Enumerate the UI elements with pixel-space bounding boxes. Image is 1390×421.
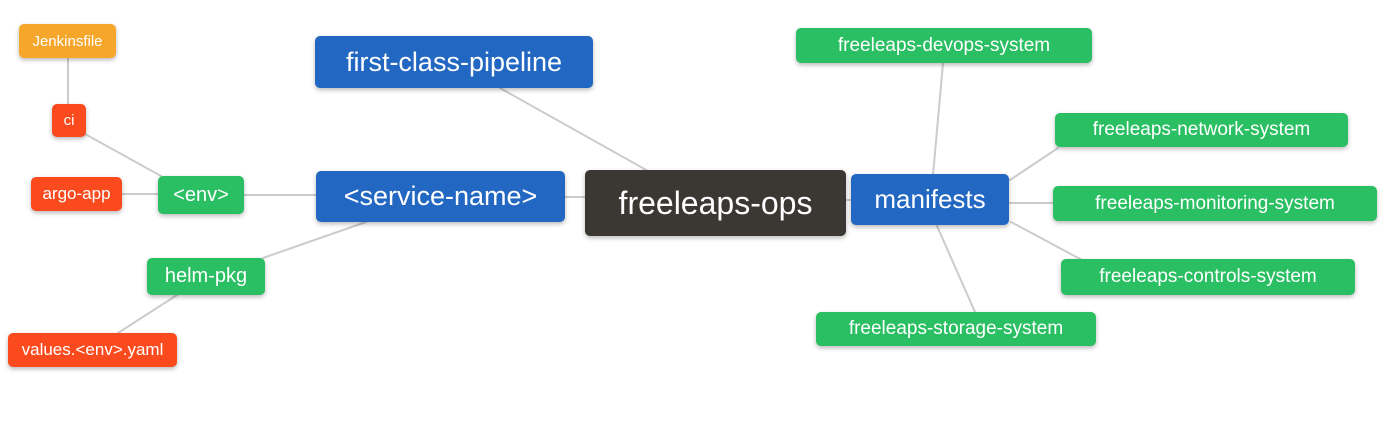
node-service-name[interactable]: <service-name> bbox=[316, 171, 565, 222]
node-freeleaps-devops-system[interactable]: freeleaps-devops-system bbox=[796, 28, 1092, 63]
node-freeleaps-monitoring-system[interactable]: freeleaps-monitoring-system bbox=[1053, 186, 1377, 221]
edge-manifests-network-system bbox=[1009, 147, 1059, 181]
node-values-env-yaml[interactable]: values.<env>.yaml bbox=[8, 333, 177, 367]
node-service-name-label: <service-name> bbox=[343, 181, 538, 211]
node-freeleaps-storage-system-label: freeleaps-storage-system bbox=[848, 318, 1064, 339]
node-jenkinsfile[interactable]: Jenkinsfile bbox=[19, 24, 116, 58]
node-freeleaps-controls-system[interactable]: freeleaps-controls-system bbox=[1061, 259, 1355, 295]
node-manifests-label: manifests bbox=[874, 184, 986, 214]
node-argo-app-label: argo-app bbox=[42, 184, 111, 203]
node-manifests[interactable]: manifests bbox=[851, 174, 1009, 225]
edge-manifests-storage-system bbox=[936, 225, 976, 313]
node-first-class-pipeline[interactable]: first-class-pipeline bbox=[315, 36, 593, 88]
node-helm-pkg-label: helm-pkg bbox=[164, 265, 248, 287]
node-freeleaps-network-system[interactable]: freeleaps-network-system bbox=[1055, 113, 1348, 147]
node-ci[interactable]: ci bbox=[52, 104, 86, 137]
edge-service-name-helm-pkg bbox=[262, 221, 367, 259]
edge-manifests-controls-system bbox=[1010, 221, 1083, 261]
edge-helm-pkg-values-yaml bbox=[117, 294, 178, 334]
node-helm-pkg[interactable]: helm-pkg bbox=[147, 258, 265, 295]
edge-manifests-devops-system bbox=[932, 62, 944, 176]
node-env-label: <env> bbox=[173, 183, 229, 206]
node-ci-label: ci bbox=[63, 112, 75, 129]
node-jenkinsfile-label: Jenkinsfile bbox=[32, 32, 103, 50]
node-freeleaps-storage-system[interactable]: freeleaps-storage-system bbox=[816, 312, 1096, 346]
edge-pipeline-freeleaps-ops bbox=[499, 87, 649, 172]
node-values-env-yaml-label: values.<env>.yaml bbox=[21, 340, 164, 359]
node-freeleaps-ops[interactable]: freeleaps-ops bbox=[585, 170, 846, 236]
node-freeleaps-monitoring-system-label: freeleaps-monitoring-system bbox=[1095, 192, 1335, 214]
node-first-class-pipeline-label: first-class-pipeline bbox=[345, 46, 563, 77]
node-env[interactable]: <env> bbox=[158, 176, 244, 214]
node-freeleaps-devops-system-label: freeleaps-devops-system bbox=[837, 34, 1051, 56]
node-argo-app[interactable]: argo-app bbox=[31, 177, 122, 211]
node-freeleaps-ops-label: freeleaps-ops bbox=[618, 184, 813, 221]
node-freeleaps-controls-system-label: freeleaps-controls-system bbox=[1099, 266, 1317, 287]
node-freeleaps-network-system-label: freeleaps-network-system bbox=[1092, 119, 1311, 140]
edge-ci-env bbox=[84, 133, 162, 177]
